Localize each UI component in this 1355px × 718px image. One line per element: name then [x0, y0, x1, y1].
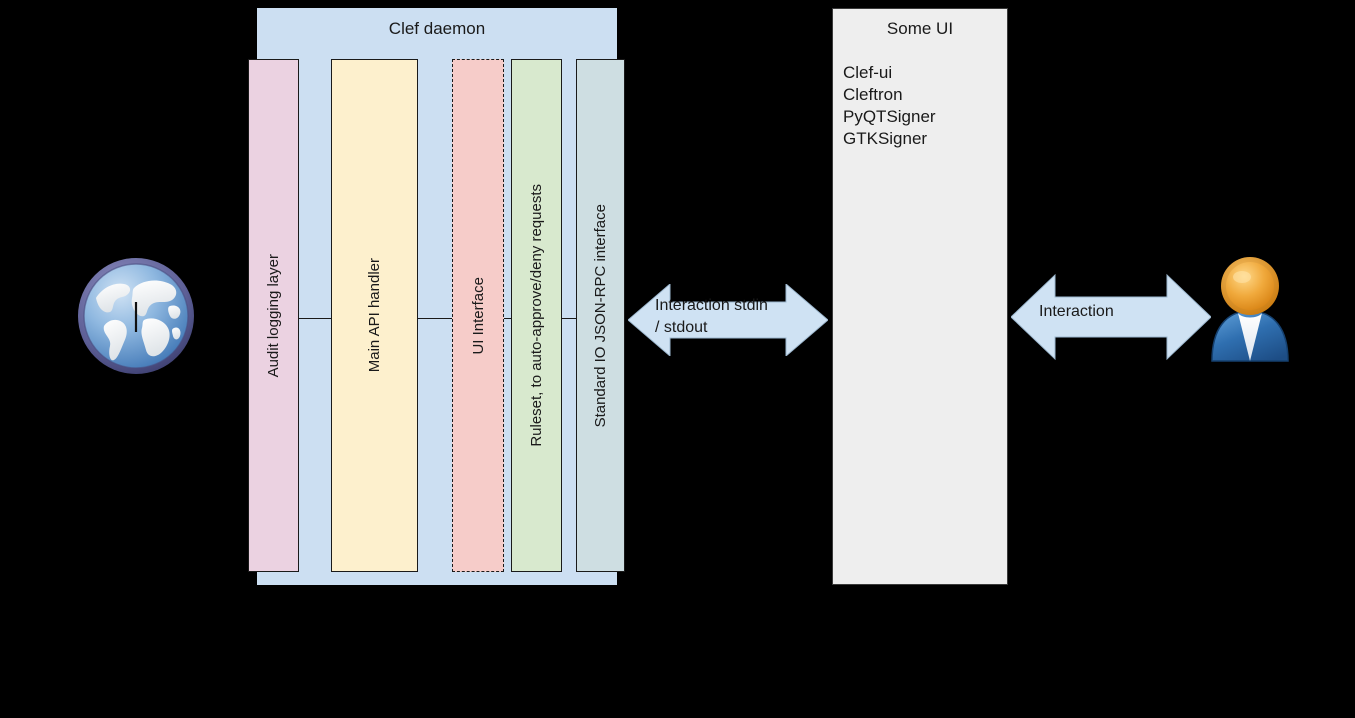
list-item: Cleftron — [843, 85, 903, 104]
connector-line — [503, 318, 513, 319]
some-ui-box — [832, 8, 1008, 585]
arrow-user-interaction-label: Interaction — [1039, 303, 1114, 320]
lane-main-api-handler-label: Main API handler — [366, 258, 383, 373]
lane-ruleset: Ruleset, to auto-approve/deny requests — [511, 59, 562, 572]
lane-audit-logging-layer: Audit logging layer — [248, 59, 299, 572]
globe-icon — [74, 254, 198, 378]
list-item: GTKSigner — [843, 129, 928, 148]
connector-line — [561, 318, 578, 319]
arrow-user-interaction — [1011, 273, 1211, 361]
arrow-stdin-stdout-label: Interaction stdin / stdout — [655, 297, 768, 336]
lane-ruleset-label: Ruleset, to auto-approve/deny requests — [528, 184, 545, 447]
user-icon — [1204, 253, 1296, 363]
lane-standard-io-json-rpc: Standard IO JSON-RPC interface — [576, 59, 625, 572]
arrow-stdin-stdout — [628, 284, 828, 356]
clef-daemon-title: Clef daemon — [388, 19, 486, 38]
connector-line — [298, 318, 332, 319]
list-item: Clef-ui — [843, 63, 893, 82]
clef-daemon-container — [257, 8, 617, 585]
some-ui-title: Some UI — [886, 19, 954, 38]
lane-ui-interface-label: UI Interface — [469, 276, 487, 355]
some-ui-list: Clef-ui Cleftron PyQTSigner GTKSigner — [843, 62, 1003, 150]
connector-line — [417, 318, 453, 319]
lane-audit-logging-layer-label: Audit logging layer — [265, 253, 282, 378]
lane-ui-interface: UI Interface — [452, 59, 504, 572]
list-item: PyQTSigner — [843, 107, 936, 126]
lane-main-api-handler: Main API handler — [331, 59, 418, 572]
lane-standard-io-json-rpc-label: Standard IO JSON-RPC interface — [592, 203, 609, 428]
